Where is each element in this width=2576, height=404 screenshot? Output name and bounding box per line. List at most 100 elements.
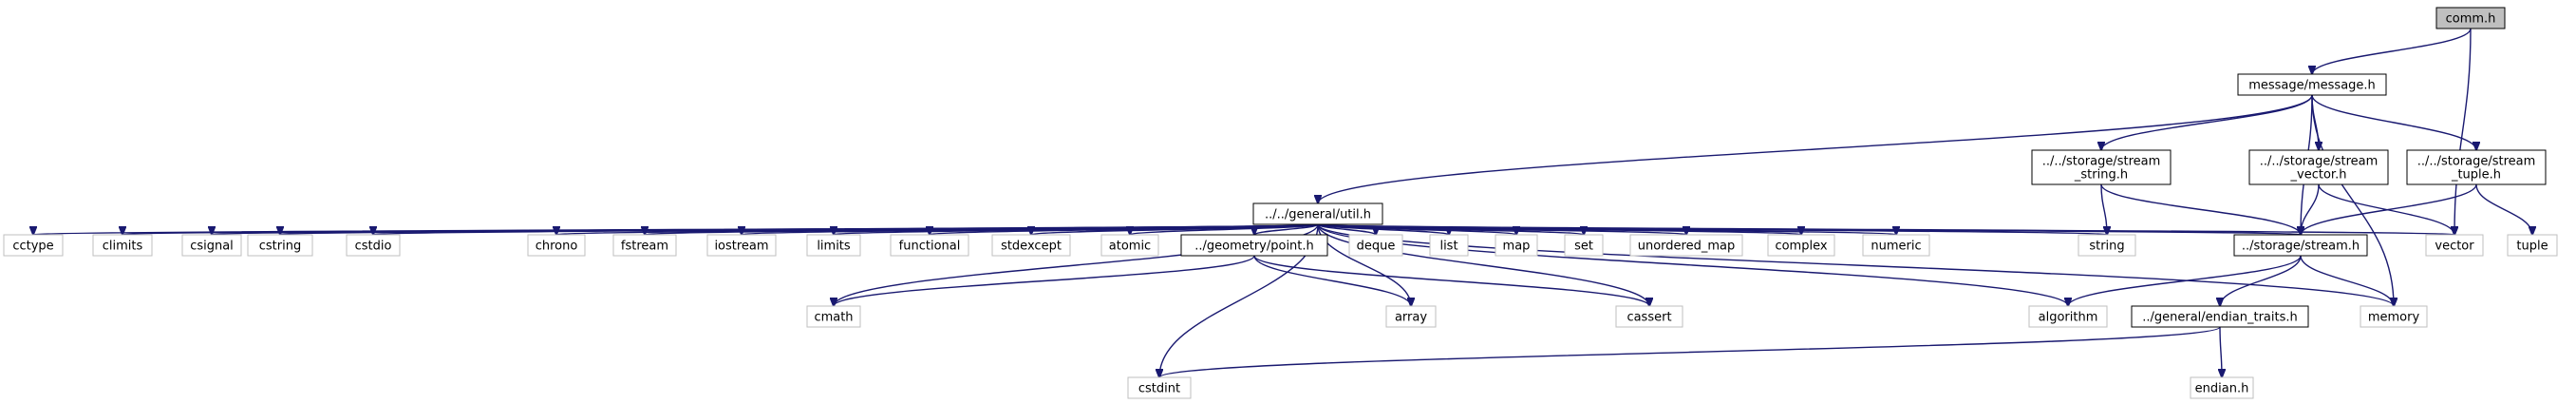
node-label: string — [2089, 240, 2124, 254]
node-label: ../general/endian_traits.h — [2142, 311, 2298, 325]
node-cstring: cstring — [247, 234, 313, 257]
edge-util-to-atomic — [1130, 223, 1319, 235]
node-label: unordered_map — [1638, 240, 1736, 254]
node-label: ../../storage/stream — [2417, 155, 2536, 169]
node-algorithm: algorithm — [2028, 305, 2108, 328]
edge-message-to-stream_string — [2101, 94, 2313, 150]
node-box — [1385, 305, 1437, 328]
edge-stream_string-to-string — [2100, 183, 2107, 235]
node-tuple: tuple — [2507, 234, 2558, 257]
node-cstdint: cstdint — [1127, 376, 1192, 399]
edge-point-to-array — [1253, 255, 1411, 306]
node-string: string — [2078, 234, 2136, 257]
node-label: deque — [1357, 240, 1396, 254]
node-box — [1348, 234, 1403, 257]
node-label: ../../storage/stream — [2042, 155, 2161, 169]
node-stream-tuple[interactable]: ../../storage/stream_tuple.h — [2406, 149, 2547, 185]
node-stream-string[interactable]: ../../storage/stream_string.h — [2031, 149, 2172, 185]
node-label: vector — [2435, 240, 2474, 254]
node-endian: endian.h — [2190, 376, 2254, 399]
node-list: list — [1429, 234, 1469, 257]
node-box — [2028, 305, 2108, 328]
node-box — [2435, 7, 2506, 29]
node-label: _tuple.h — [2451, 168, 2501, 183]
node-label: numeric — [1871, 240, 1921, 254]
node-label: complex — [1775, 240, 1827, 254]
node-label: set — [1574, 240, 1593, 254]
edge-message-to-memory — [2311, 94, 2394, 306]
node-box — [806, 234, 861, 257]
node-label: array — [1395, 311, 1427, 325]
node-label: _string.h — [2074, 168, 2128, 183]
node-climits: climits — [92, 234, 153, 257]
edge-util-to-vector — [1317, 223, 2454, 235]
node-label: climits — [103, 240, 143, 254]
node-label: memory — [2368, 311, 2420, 325]
edge-endian_traits-to-endian — [2220, 326, 2222, 377]
node-label: comm.h — [2446, 12, 2496, 27]
node-box — [2360, 305, 2428, 328]
node-box — [1767, 234, 1835, 257]
node-comm[interactable]: comm.h — [2435, 7, 2506, 29]
node-box — [612, 234, 677, 257]
node-box — [991, 234, 1071, 257]
node-label: limits — [817, 240, 851, 254]
node-label: csignal — [190, 240, 234, 254]
node-numeric: numeric — [1862, 234, 1930, 257]
node-label: map — [1503, 240, 1531, 254]
node-cstdio: cstdio — [346, 234, 401, 257]
node-complex: complex — [1767, 234, 1835, 257]
node-message[interactable]: message/message.h — [2237, 73, 2387, 96]
node-box — [92, 234, 153, 257]
node-box — [2237, 73, 2387, 96]
node-vector: vector — [2425, 234, 2484, 257]
edge-comm-to-vector — [2454, 28, 2472, 235]
node-box — [1564, 234, 1604, 257]
node-label: ../../storage/stream — [2260, 155, 2379, 169]
node-endian-traits[interactable]: ../general/endian_traits.h — [2131, 305, 2309, 328]
node-point[interactable]: ../geometry/point.h — [1180, 234, 1328, 257]
edge-stream-to-endian_traits — [2220, 255, 2302, 306]
node-label: message/message.h — [2248, 79, 2376, 93]
node-label: _vector.h — [2290, 168, 2347, 183]
node-unordered-map: unordered_map — [1629, 234, 1743, 257]
node-layer: comm.h message/message.h ../../general/uti… — [3, 7, 2558, 399]
node-label: list — [1439, 240, 1457, 254]
edge-util-to-cassert — [1317, 223, 1649, 306]
edge-comm-to-message — [2312, 28, 2472, 74]
node-memory: memory — [2360, 305, 2428, 328]
edge-stream-to-memory — [2300, 255, 2394, 306]
node-label: functional — [899, 240, 961, 254]
node-map: map — [1495, 234, 1538, 257]
node-box — [2190, 376, 2254, 399]
node-cmath: cmath — [806, 305, 861, 328]
node-box — [890, 234, 969, 257]
node-box — [1629, 234, 1743, 257]
node-chrono: chrono — [527, 234, 586, 257]
node-box — [1252, 202, 1383, 225]
node-box — [706, 234, 777, 257]
edge-message-to-util — [1318, 94, 2313, 203]
node-label: chrono — [536, 240, 578, 254]
node-box — [527, 234, 586, 257]
node-box — [806, 305, 861, 328]
edge-util-to-point — [1254, 223, 1319, 235]
node-label: fstream — [621, 240, 668, 254]
node-deque: deque — [1348, 234, 1403, 257]
node-util[interactable]: ../../general/util.h — [1252, 202, 1383, 225]
node-box — [346, 234, 401, 257]
node-label: tuple — [2516, 240, 2548, 254]
node-array: array — [1385, 305, 1437, 328]
node-label: algorithm — [2039, 311, 2098, 325]
node-box — [2248, 149, 2389, 185]
node-box — [2233, 234, 2368, 257]
node-box — [1615, 305, 1683, 328]
node-label: cassert — [1626, 311, 1671, 325]
node-label: stdexcept — [1001, 240, 1062, 254]
node-box — [2507, 234, 2558, 257]
node-stream-vector[interactable]: ../../storage/stream_vector.h — [2248, 149, 2389, 185]
node-atomic: atomic — [1100, 234, 1159, 257]
node-stream[interactable]: ../storage/stream.h — [2233, 234, 2368, 257]
edge-stream_string-to-stream — [2100, 183, 2301, 235]
